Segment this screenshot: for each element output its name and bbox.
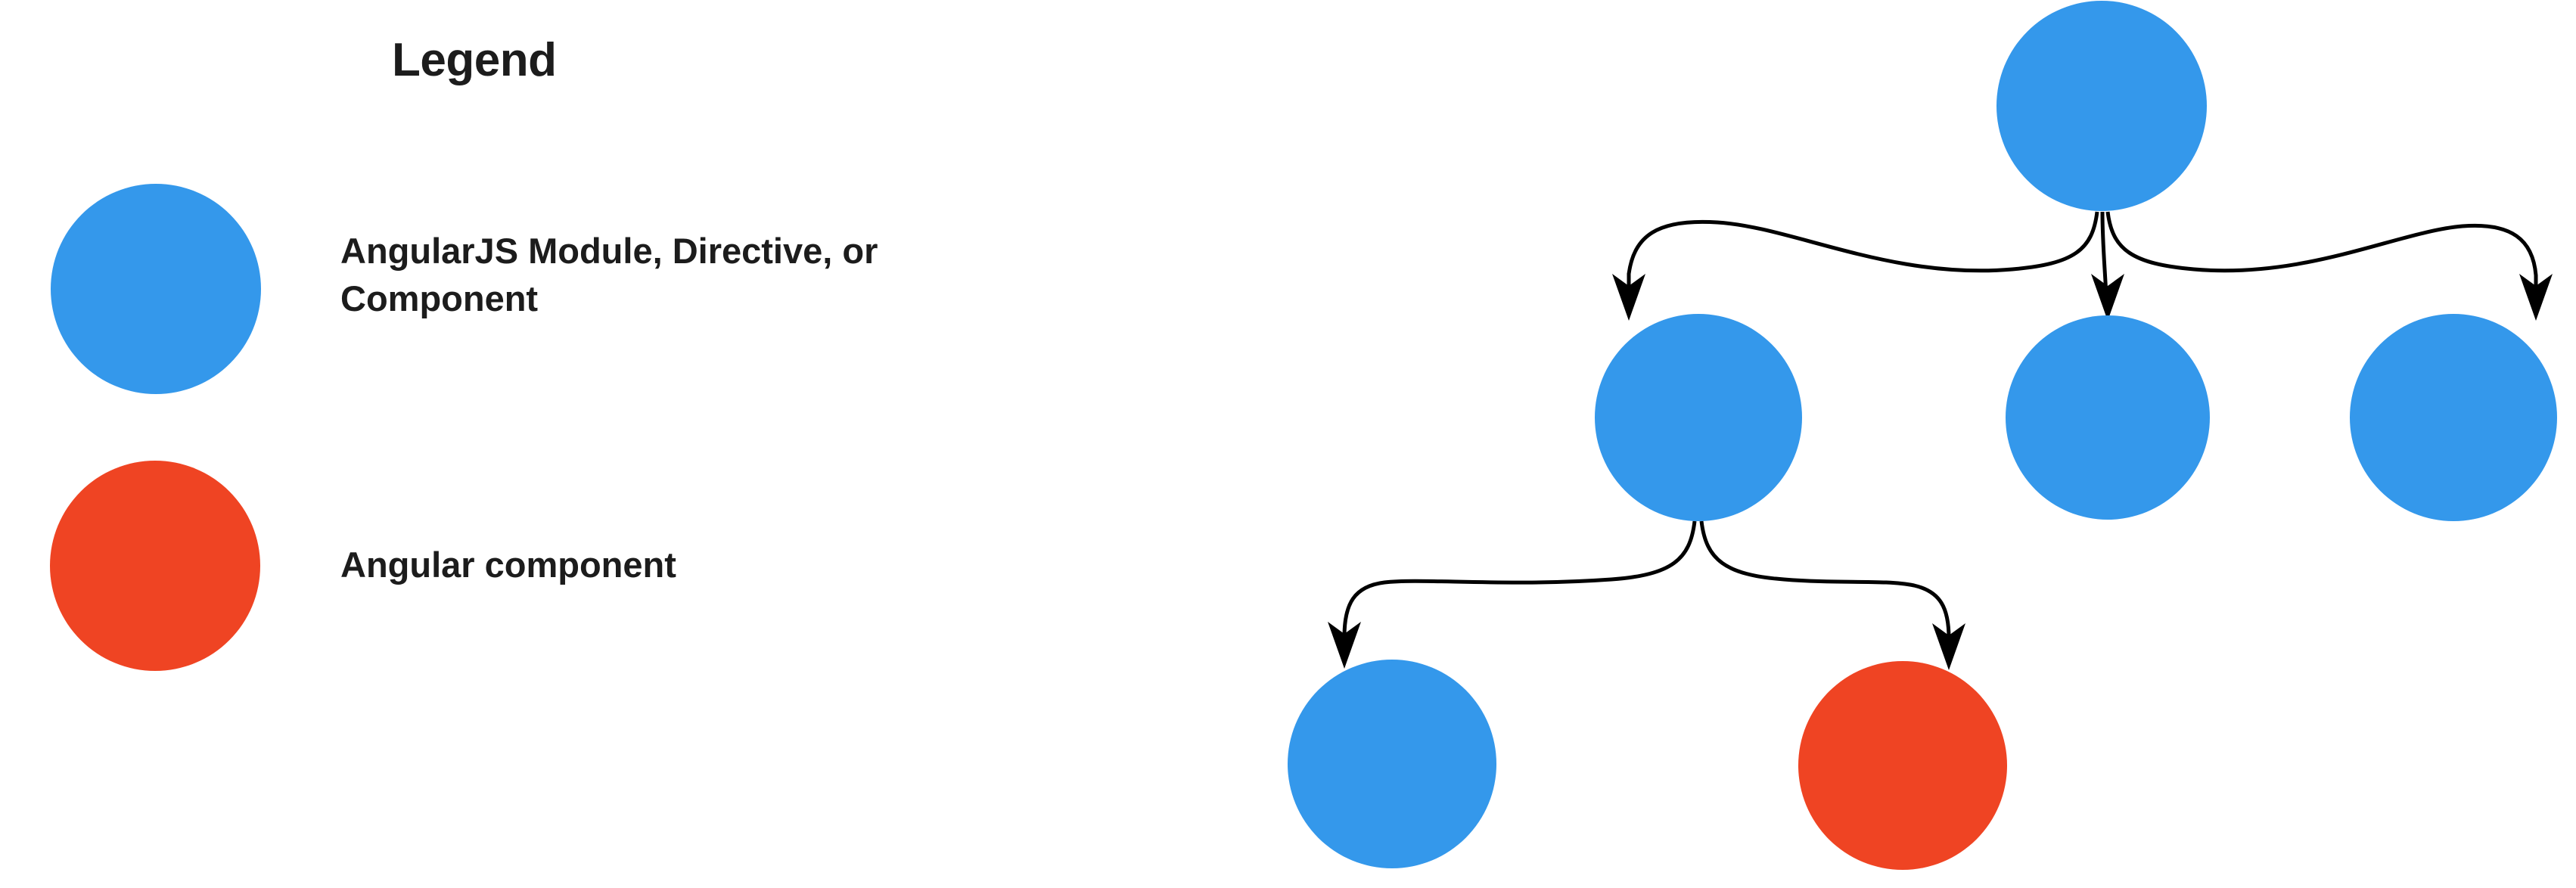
legend-item-angularjs: AngularJS Module, Directive, or Componen… <box>0 184 1135 396</box>
edge-path-root-c1 <box>1627 211 2099 296</box>
arrow-head-root-c2 <box>2091 274 2124 321</box>
legend-label-angular: Angular component <box>340 545 676 585</box>
tree-node-grandchild-1[interactable] <box>1288 660 1496 868</box>
tree-node-child-3[interactable] <box>2350 314 2557 521</box>
edge-group-root <box>1612 211 2553 321</box>
legend-item-angular: Angular component <box>0 461 1135 672</box>
tree-node-child-2[interactable] <box>2006 315 2210 520</box>
edge-path-c1-g2 <box>1699 520 1951 644</box>
edge-c1-to-g1 <box>1328 520 1697 669</box>
edge-root-to-c1 <box>1612 211 2099 321</box>
edge-root-to-c2 <box>2091 211 2124 321</box>
edge-group-c1 <box>1328 520 1965 670</box>
tree-node-group <box>1288 1 2557 870</box>
arrow-head-root-c3 <box>2519 274 2553 321</box>
edge-root-to-c3 <box>2105 211 2553 321</box>
edge-c1-to-g2 <box>1699 520 1965 670</box>
legend-panel: Legend AngularJS Module, Directive, or C… <box>0 0 1135 888</box>
legend-title: Legend <box>392 34 557 86</box>
tree-node-root[interactable] <box>1996 1 2207 211</box>
legend-swatch-angular <box>50 461 260 671</box>
legend-swatch-angularjs <box>51 184 261 394</box>
tree-node-grandchild-2[interactable] <box>1798 661 2007 870</box>
legend-label-angularjs: AngularJS Module, Directive, or Componen… <box>340 231 878 318</box>
tree-node-child-1[interactable] <box>1595 314 1802 521</box>
edge-path-c1-g1 <box>1342 520 1697 643</box>
arrow-head-c1-g1 <box>1328 622 1361 669</box>
arrow-head-root-c1 <box>1612 274 1645 321</box>
edge-path-root-c3 <box>2105 211 2538 296</box>
arrow-head-c1-g2 <box>1932 623 1965 670</box>
